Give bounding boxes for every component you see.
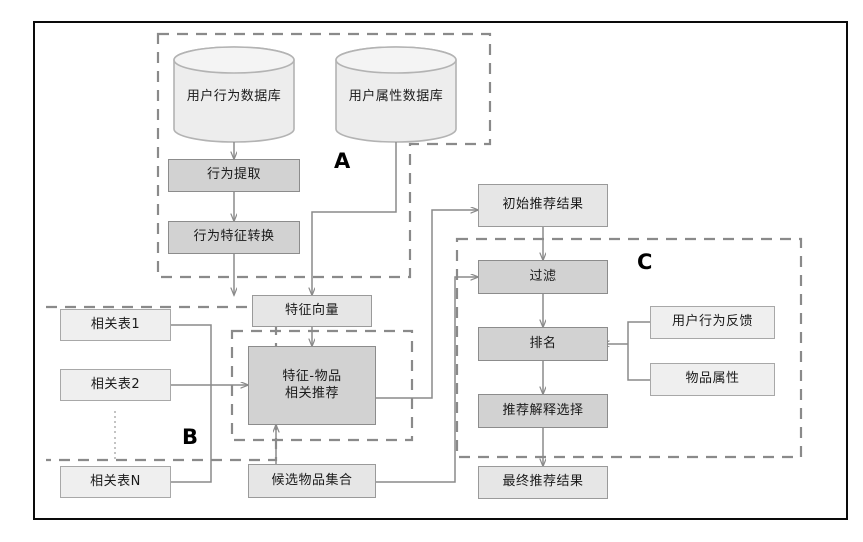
user-behavior-db-label: 用户行为数据库 xyxy=(186,89,282,104)
node-item-attribute[interactable]: 物品属性 xyxy=(650,363,775,396)
edge-itemattr-bus xyxy=(627,344,650,381)
user-attribute-db-label: 用户属性数据库 xyxy=(348,89,444,104)
edge-relatedtablen-bus xyxy=(171,385,212,483)
user-attribute-db-shape xyxy=(335,46,457,143)
group-a-dashed-box xyxy=(156,32,492,279)
node-related-table-2[interactable]: 相关表2 xyxy=(60,369,171,401)
node-behavior-feature-transform[interactable]: 行为特征转换 xyxy=(168,221,300,254)
node-feature-item-recommend[interactable]: 特征-物品 相关推荐 xyxy=(248,346,376,425)
edge-userattrdb-to-featurevector xyxy=(312,142,397,295)
group-label-b: B xyxy=(182,425,199,449)
group-label-c: C xyxy=(637,250,653,274)
node-feature-vector[interactable]: 特征向量 xyxy=(252,295,372,327)
edge-feedback-bus xyxy=(627,321,650,344)
node-user-behavior-feedback[interactable]: 用户行为反馈 xyxy=(650,306,775,339)
edge-recommender-to-initialresult xyxy=(376,210,478,399)
group-label-a: A xyxy=(334,149,351,173)
group-c-dashed-box xyxy=(455,237,803,459)
node-related-table-n[interactable]: 相关表N xyxy=(60,466,171,498)
related-tables-ellipsis-icon xyxy=(114,411,116,459)
node-final-recommend-result[interactable]: 最终推荐结果 xyxy=(478,466,608,499)
node-behavior-extract[interactable]: 行为提取 xyxy=(168,159,300,192)
node-ranking[interactable]: 排名 xyxy=(478,327,608,361)
edge-candidateset-to-filter xyxy=(376,277,478,483)
node-feature-item-recommend-line1: 特征-物品 xyxy=(282,369,342,385)
recommender-dashed-box xyxy=(230,329,414,442)
node-initial-recommend-result[interactable]: 初始推荐结果 xyxy=(478,184,608,227)
user-behavior-db-shape xyxy=(173,46,295,143)
node-filter[interactable]: 过滤 xyxy=(478,260,608,294)
node-related-table-1[interactable]: 相关表1 xyxy=(60,309,171,341)
node-feature-item-recommend-line2: 相关推荐 xyxy=(284,385,339,401)
edge-relatedtable1-bus xyxy=(171,324,212,385)
node-candidate-item-set[interactable]: 候选物品集合 xyxy=(248,464,376,498)
node-explanation-selection[interactable]: 推荐解释选择 xyxy=(478,394,608,428)
